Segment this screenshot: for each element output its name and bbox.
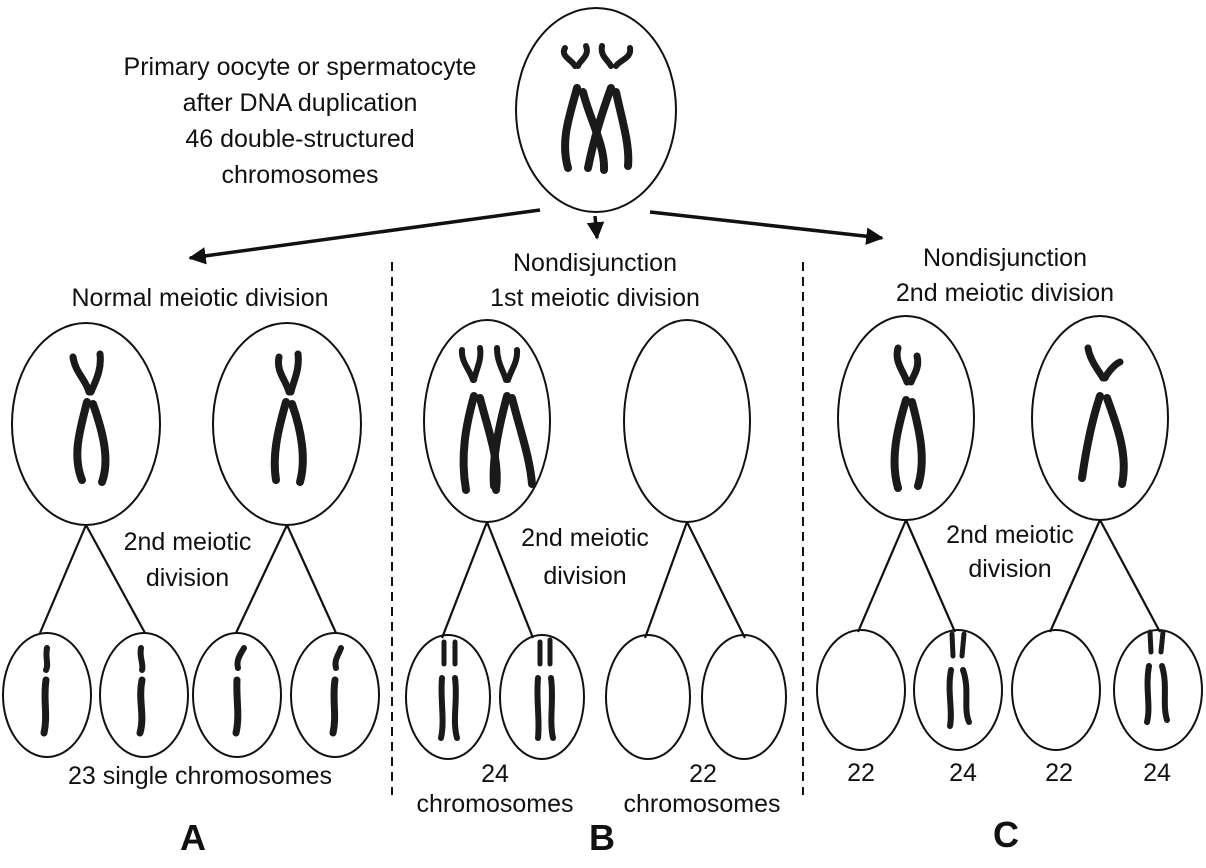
panel-c-gamete-2: [913, 629, 1003, 751]
panel-b-secondary-cell-right: [623, 319, 751, 523]
panel-b-gamete-3: [605, 634, 691, 760]
arrow-to-nondisjunction-2nd: [649, 210, 884, 245]
panel-a-gamete-4: [290, 632, 380, 758]
panel-a-secondary-cell-right: [212, 322, 362, 526]
panel-b-count-right-word: chromosomes: [623, 790, 781, 818]
panel-a-letter: A: [180, 817, 206, 858]
panel-b-heading-line-1: Nondisjunction: [513, 249, 677, 277]
panel-b-branch-lines: [440, 521, 746, 639]
panel-c-heading-line-1: Nondisjunction: [923, 244, 1087, 272]
panel-a-division-line-2: division: [145, 564, 230, 592]
top-caption-line-2: after DNA duplication: [182, 89, 418, 117]
panel-c-count-1: 22: [847, 759, 875, 787]
panel-c-secondary-cell-left: [837, 315, 975, 521]
panel-b-count-left-number: 24: [481, 760, 509, 788]
panel-a-secondary-chromosomes: [69, 350, 307, 486]
panel-b-heading-line-2: 1st meiotic division: [490, 284, 700, 312]
panel-b-gamete-chromosomes: [438, 637, 556, 741]
panel-c-division-line-2: division: [968, 555, 1052, 583]
panel-b-count-right-number: 22: [689, 760, 717, 788]
panel-c-branch-lines: [856, 519, 1161, 633]
panel-b-secondary-chromosomes: [458, 345, 536, 494]
panel-b-count-left-word: chromosomes: [416, 790, 574, 818]
panel-c-division-line-1: 2nd meiotic: [946, 521, 1074, 549]
panel-b-gamete-2: [499, 634, 585, 760]
panel-c-secondary-chromosomes: [890, 344, 1128, 492]
top-caption-line-4: chromosomes: [221, 161, 379, 189]
panel-c-gamete-1: [816, 629, 906, 751]
panel-b-gamete-1: [405, 634, 491, 760]
panel-a-gamete-2: [99, 632, 189, 758]
top-caption-line-3: 46 double-structured: [185, 125, 415, 153]
panel-c-letter: C: [993, 814, 1019, 855]
panel-c-count-3: 22: [1045, 759, 1073, 787]
panel-a-gamete-3: [192, 632, 282, 758]
panel-c-gamete-chromosomes: [946, 629, 1170, 729]
primary-cell: [515, 7, 677, 213]
panel-a-secondary-cell-left: [11, 322, 161, 526]
panel-c-count-2: 24: [949, 759, 977, 787]
panel-c-secondary-cell-right: [1031, 315, 1169, 521]
arrow-to-normal: [188, 208, 541, 265]
panel-a-branch-lines: [38, 524, 338, 634]
panel-c-count-4: 24: [1143, 759, 1171, 787]
panel-a-heading: Normal meiotic division: [71, 284, 329, 312]
arrow-to-nondisjunction-1st: [586, 215, 605, 240]
panel-b-gamete-4: [701, 634, 787, 760]
panel-c-gamete-4: [1113, 629, 1203, 751]
panel-a-division-line-1: 2nd meiotic: [123, 528, 252, 556]
panel-a-count: 23 single chromosomes: [67, 762, 332, 790]
top-caption-line-1: Primary oocyte or spermatocyte: [123, 53, 477, 81]
panel-b-division-line-2: division: [543, 562, 627, 590]
panel-c-heading-line-2: 2nd meiotic division: [895, 279, 1115, 307]
panel-b-letter: B: [589, 817, 615, 858]
panel-a-gamete-1: [2, 632, 92, 758]
panel-a-gamete-chromosomes: [40, 645, 344, 737]
panel-c-gamete-3: [1011, 629, 1101, 751]
primary-cell-chromosomes: [560, 43, 634, 174]
panel-b-division-line-1: 2nd meiotic: [521, 524, 649, 552]
